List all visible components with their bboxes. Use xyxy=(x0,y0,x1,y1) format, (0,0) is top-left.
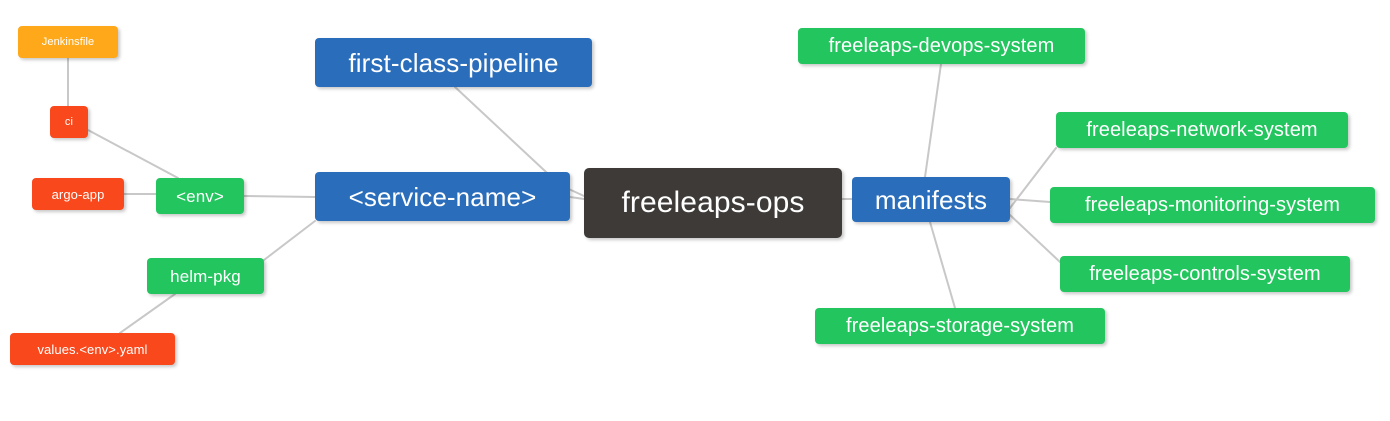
node-devops[interactable]: freeleaps-devops-system xyxy=(798,28,1085,64)
edge-service-to-env xyxy=(243,195,316,198)
edge-manifests-to-devops xyxy=(924,63,942,178)
node-ci[interactable]: ci xyxy=(50,106,88,138)
node-label: ci xyxy=(64,115,74,128)
node-label: values.<env>.yaml xyxy=(37,341,148,357)
node-manifests[interactable]: manifests xyxy=(852,177,1010,222)
node-monitoring[interactable]: freeleaps-monitoring-system xyxy=(1050,187,1375,223)
node-label: <service-name> xyxy=(348,181,537,212)
node-label: helm-pkg xyxy=(170,266,241,286)
node-label: argo-app xyxy=(51,186,105,202)
node-label: freeleaps-devops-system xyxy=(828,35,1055,57)
node-label: freeleaps-ops xyxy=(621,186,805,219)
node-helm[interactable]: helm-pkg xyxy=(147,258,264,294)
edge-manifests-to-monitoring xyxy=(1009,198,1051,203)
node-controls[interactable]: freeleaps-controls-system xyxy=(1060,256,1350,292)
node-label: freeleaps-monitoring-system xyxy=(1084,194,1340,216)
node-label: freeleaps-controls-system xyxy=(1089,263,1321,285)
edge-root-to-service xyxy=(569,196,585,200)
edge-service-to-helm xyxy=(263,220,316,261)
node-storage[interactable]: freeleaps-storage-system xyxy=(815,308,1105,344)
node-label: freeleaps-network-system xyxy=(1086,119,1318,141)
node-label: <env> xyxy=(176,186,224,206)
node-service[interactable]: <service-name> xyxy=(315,172,570,221)
node-valuesyaml[interactable]: values.<env>.yaml xyxy=(10,333,175,365)
edge-env-to-ci xyxy=(87,129,179,179)
node-label: first-class-pipeline xyxy=(348,47,559,78)
node-root[interactable]: freeleaps-ops xyxy=(584,168,842,238)
edge-manifests-to-storage xyxy=(929,221,956,309)
node-label: Jenkinsfile xyxy=(41,35,95,48)
node-network[interactable]: freeleaps-network-system xyxy=(1056,112,1348,148)
node-argoapp[interactable]: argo-app xyxy=(32,178,124,210)
node-label: manifests xyxy=(874,184,988,215)
edge-helm-to-valuesyaml xyxy=(119,293,176,334)
node-env[interactable]: <env> xyxy=(156,178,244,214)
node-pipeline[interactable]: first-class-pipeline xyxy=(315,38,592,87)
node-jenkinsfile[interactable]: Jenkinsfile xyxy=(18,26,118,58)
node-label: freeleaps-storage-system xyxy=(845,315,1075,337)
